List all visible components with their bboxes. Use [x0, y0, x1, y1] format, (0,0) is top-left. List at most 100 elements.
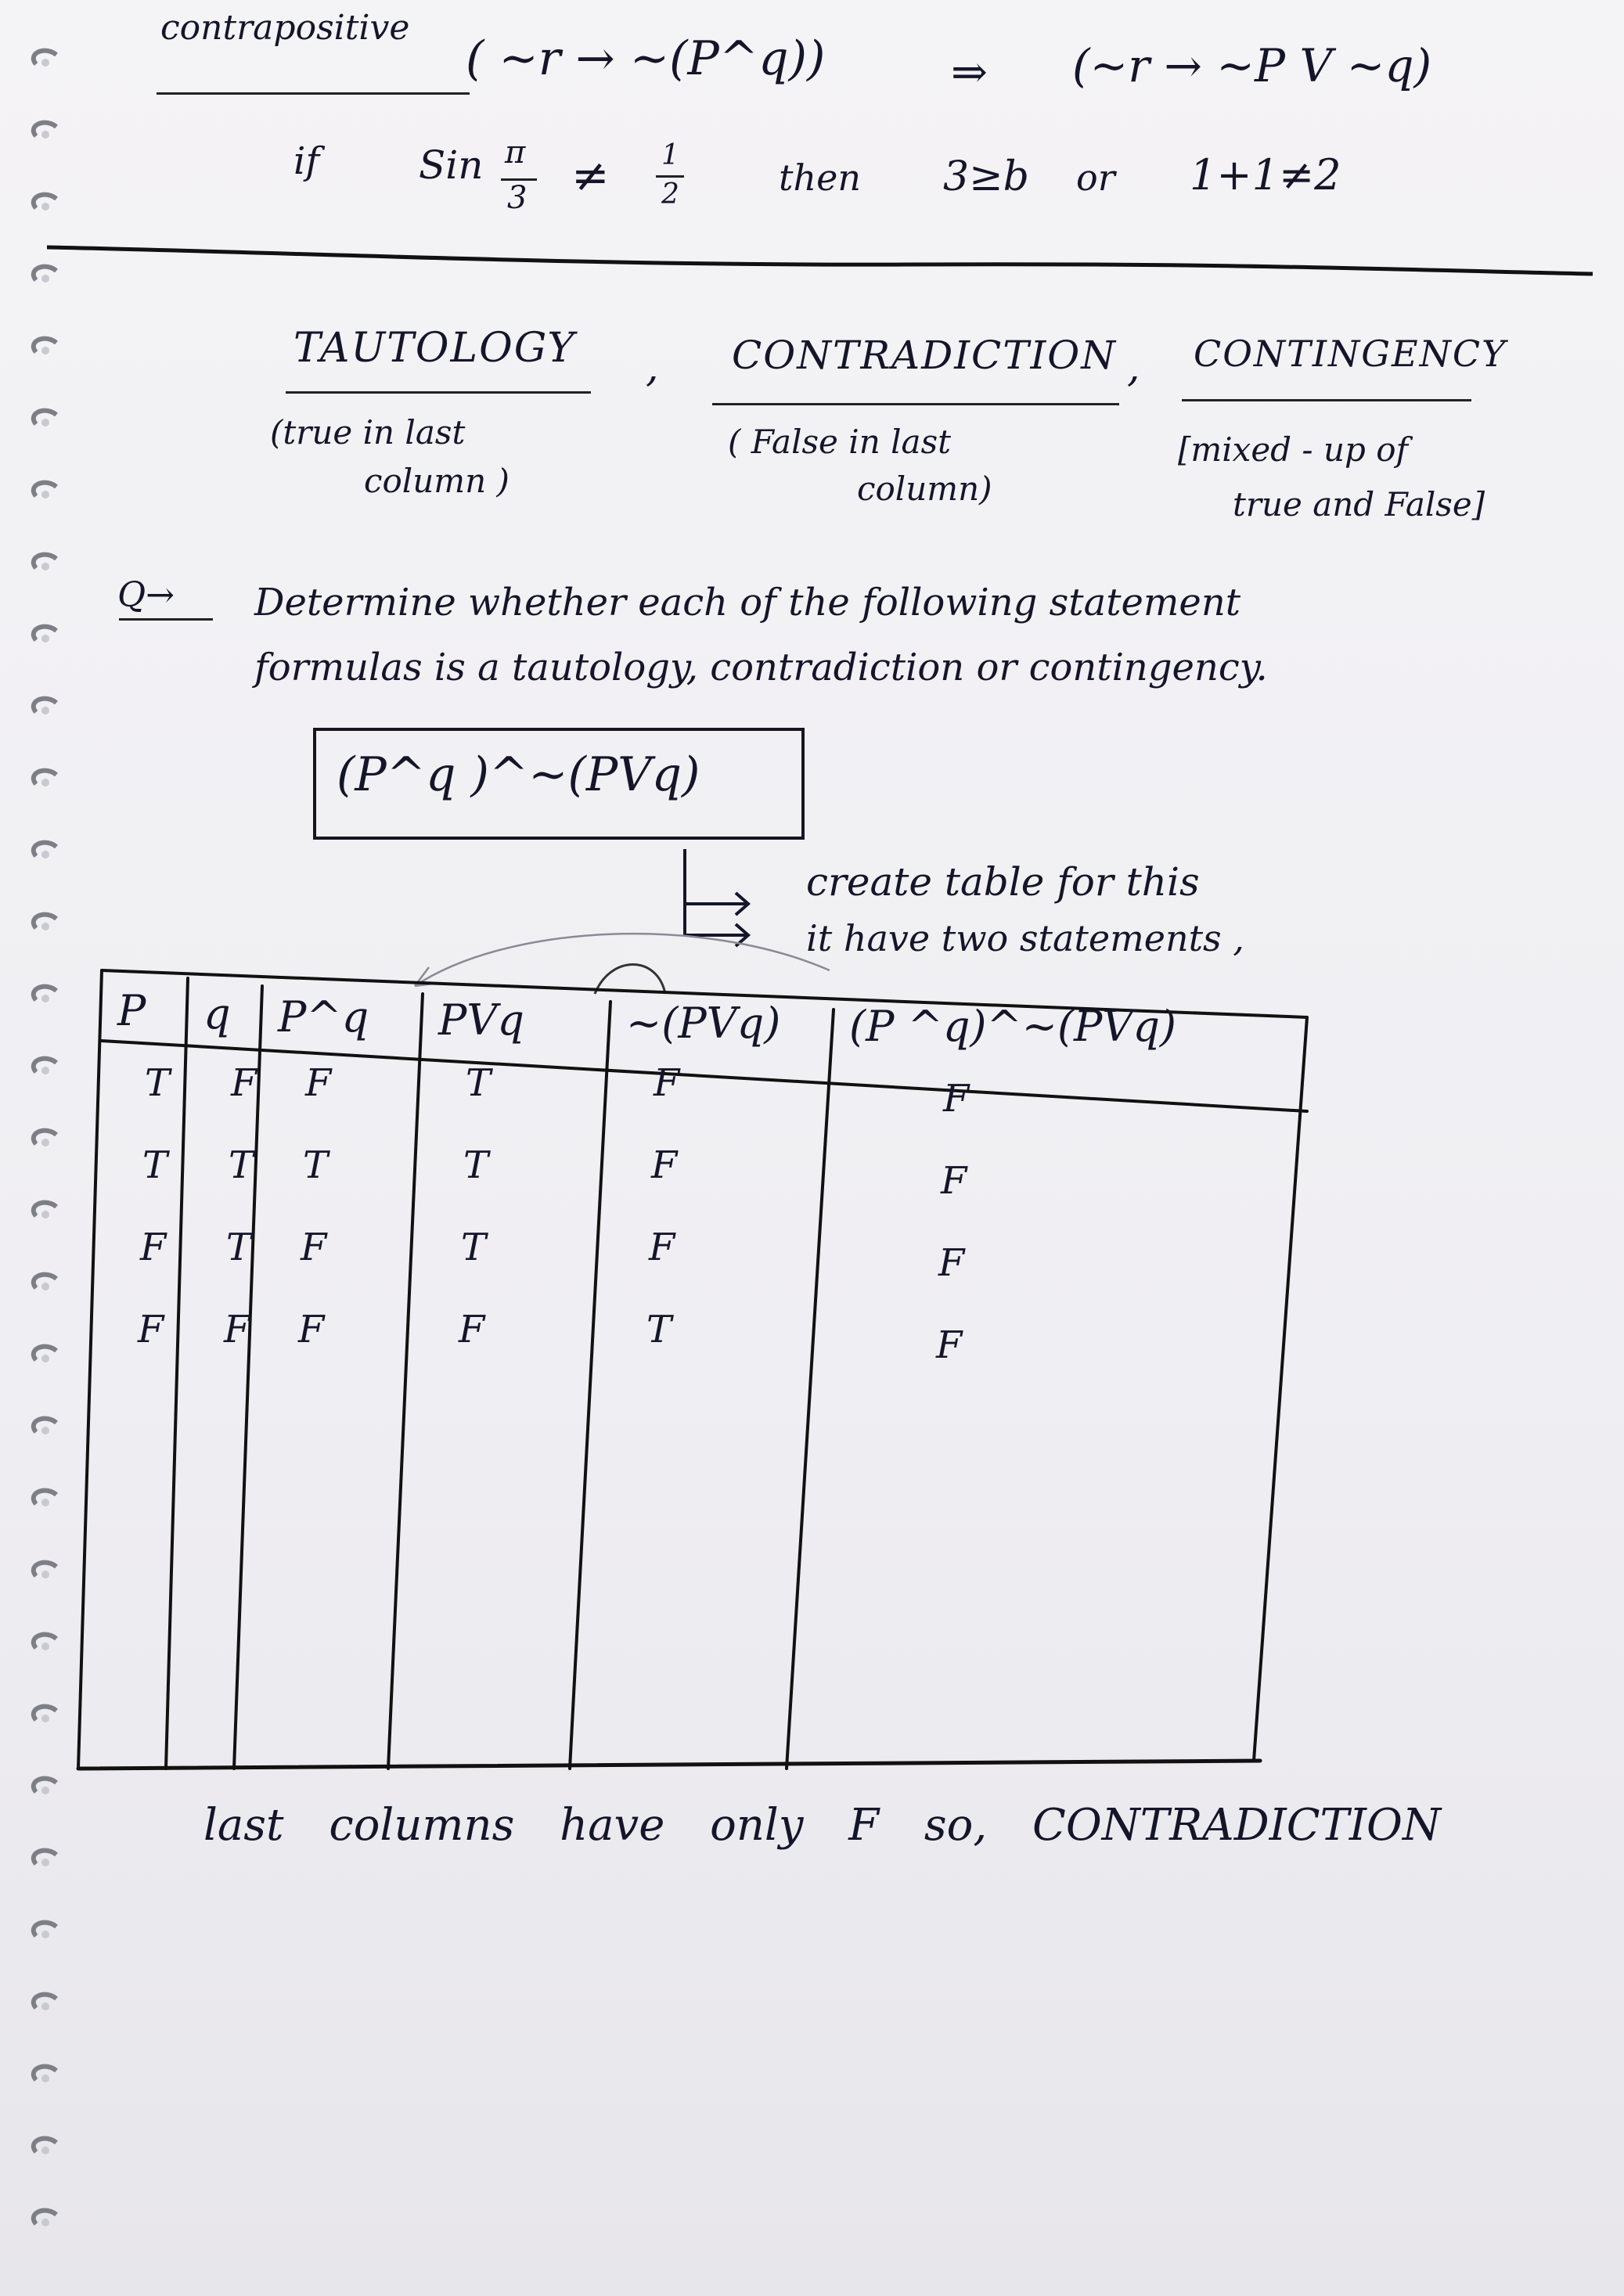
- spiral-hole: [41, 347, 49, 354]
- spiral-ring: [31, 1344, 58, 1362]
- spiral-ring: [31, 336, 58, 354]
- contrapositive-label: contrapositive: [160, 8, 410, 48]
- contingency-note-1: [mixed - up of: [1178, 430, 1409, 469]
- spiral-ring: [31, 1560, 58, 1578]
- spiral-ring: [31, 1488, 58, 1506]
- table-cell: T: [646, 1308, 674, 1351]
- contingency-note-2: true and False]: [1233, 485, 1485, 524]
- spiral-ring: [31, 1704, 58, 1722]
- spiral-ring: [31, 1200, 58, 1218]
- table-cell: F: [230, 1061, 258, 1105]
- table-header-cell: P: [117, 986, 147, 1035]
- spiral-hole: [41, 563, 49, 570]
- term-contradiction: CONTRADICTION: [732, 333, 1118, 378]
- term-sep-1: ,: [646, 344, 659, 391]
- table-column-divider: [1252, 1016, 1309, 1762]
- spiral-hole: [41, 1427, 49, 1434]
- spiral-ring: [31, 1128, 58, 1146]
- contradiction-note-1: ( False in last: [728, 423, 951, 461]
- question-marker-underline: [119, 618, 213, 621]
- spiral-hole: [41, 1499, 49, 1506]
- spiral-hole: [41, 635, 49, 642]
- question-marker: Q→: [117, 575, 175, 615]
- spiral-ring: [31, 192, 58, 210]
- table-cell: F: [137, 1308, 165, 1351]
- spiral-hole: [41, 2003, 49, 2010]
- spiral-hole: [41, 1355, 49, 1362]
- spiral-ring: [31, 1056, 58, 1074]
- example-cond2: 1+1≠2: [1190, 150, 1341, 200]
- contrapositive-arrow: ⇒: [951, 47, 988, 98]
- spiral-hole: [41, 1859, 49, 1866]
- spiral-hole: [41, 419, 49, 426]
- table-cell: F: [300, 1225, 328, 1269]
- spiral-ring: [31, 2064, 58, 2082]
- table-cell: F: [223, 1308, 251, 1351]
- table-column-divider: [387, 992, 424, 1770]
- table-cell: F: [297, 1308, 326, 1351]
- spiral-hole: [41, 923, 49, 930]
- table-column-divider: [785, 1008, 835, 1770]
- term-contingency: CONTINGENCY: [1194, 333, 1507, 375]
- table-header-cell: P^q: [277, 992, 369, 1042]
- table-cell: F: [139, 1225, 167, 1269]
- table-header-cell: ~(PVq): [626, 999, 780, 1048]
- example-half-num: 1: [661, 139, 679, 171]
- spiral-hole: [41, 131, 49, 139]
- spiral-ring: [31, 120, 58, 138]
- table-cell: T: [226, 1225, 254, 1269]
- spiral-hole: [41, 1715, 49, 1722]
- table-cell: T: [142, 1143, 170, 1187]
- table-cell: T: [229, 1143, 256, 1187]
- example-sin: Sin: [419, 142, 484, 188]
- spiral-hole: [41, 1067, 49, 1074]
- spiral-binding-icon: [31, 48, 58, 2226]
- term-tautology: TAUTOLOGY: [293, 325, 576, 372]
- note-line-1: create table for this: [806, 859, 1200, 905]
- spiral-hole: [41, 1571, 49, 1578]
- spiral-ring: [31, 768, 58, 786]
- example-cond1: 3≥b: [943, 153, 1029, 200]
- spiral-ring: [31, 2208, 58, 2226]
- example-if: if: [293, 139, 320, 183]
- question-line-2: formulas is a tautology, contradiction o…: [254, 646, 1268, 689]
- term-sep-2: ,: [1127, 344, 1140, 391]
- spiral-ring: [31, 1416, 58, 1434]
- spiral-ring: [31, 624, 58, 642]
- table-bottom-border: [76, 1758, 1262, 1771]
- formula: (P^q )^~(PVq): [337, 747, 700, 802]
- spiral-ring: [31, 2136, 58, 2154]
- spiral-hole: [41, 203, 49, 211]
- spiral-ring: [31, 480, 58, 498]
- spiral-hole: [41, 2075, 49, 2082]
- spiral-hole: [41, 995, 49, 1002]
- spiral-ring: [31, 912, 58, 930]
- example-neq: ≠: [571, 149, 610, 202]
- spiral-hole: [41, 2147, 49, 2154]
- example-frac-den: 3: [507, 180, 528, 216]
- table-column-divider: [232, 984, 264, 1770]
- section-divider: [47, 245, 1593, 276]
- table-header-border: [100, 1039, 1309, 1113]
- question-line-1: Determine whether each of the following …: [254, 581, 1241, 624]
- tautology-note-2: column ): [364, 462, 510, 500]
- table-column-divider: [164, 977, 189, 1770]
- table-cell: F: [940, 1159, 968, 1203]
- contradiction-underline: [712, 403, 1119, 405]
- example-half-den: 2: [661, 178, 679, 211]
- table-cell: T: [145, 1061, 172, 1105]
- spiral-hole: [41, 1139, 49, 1146]
- tautology-underline: [286, 391, 591, 394]
- table-cell: T: [466, 1061, 493, 1105]
- spiral-hole: [41, 1211, 49, 1218]
- table-cell: T: [461, 1225, 488, 1269]
- table-header-cell: q: [203, 989, 231, 1038]
- contrapositive-left: ( ~r → ~(P^q)): [466, 31, 826, 86]
- spiral-hole: [41, 2219, 49, 2226]
- conclusion: last columns have only F so, CONTRADICTI…: [203, 1800, 1441, 1851]
- contingency-underline: [1182, 399, 1471, 401]
- spiral-ring: [31, 1632, 58, 1650]
- table-cell: F: [458, 1308, 486, 1351]
